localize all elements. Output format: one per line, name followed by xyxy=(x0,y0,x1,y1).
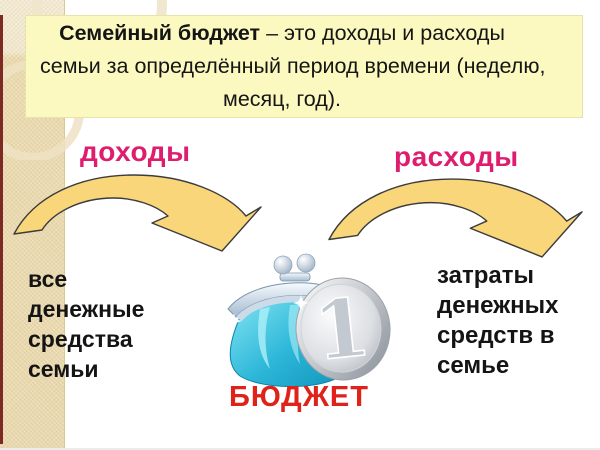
definition-term: Семейный бюджет xyxy=(59,21,261,45)
income-note: все денежные средства семьи xyxy=(28,264,198,384)
coin-icon: 1 xyxy=(295,277,391,381)
note-line: денежных xyxy=(437,292,559,319)
note-line: денежные xyxy=(28,296,145,322)
budget-label: БЮДЖЕТ xyxy=(229,381,369,413)
note-line: средства xyxy=(28,326,133,352)
definition-line-1: Семейный бюджет – это доходы и расходы xyxy=(59,21,505,45)
expense-note: затраты денежных средств в семье xyxy=(437,261,597,381)
definition-box: Семейный бюджет – это доходы и расходы с… xyxy=(25,15,583,118)
purse-icon: 1 xyxy=(226,253,391,387)
sparkle-highlights xyxy=(226,295,309,329)
left-edge-accent xyxy=(0,15,3,444)
note-line: семье xyxy=(437,352,510,379)
arrow-shape xyxy=(328,178,583,258)
expense-label: расходы xyxy=(394,141,519,172)
income-label: доходы xyxy=(80,136,191,167)
definition-line-3: месяц, год). xyxy=(223,87,341,111)
expense-arrow-icon xyxy=(328,178,583,258)
note-line: затраты xyxy=(437,262,534,289)
purse-clasp xyxy=(273,253,316,282)
note-line: все xyxy=(28,266,68,292)
note-line: средств в xyxy=(437,322,555,349)
definition-line-2: семьи за определённый период времени (не… xyxy=(40,54,546,78)
arrow-shape xyxy=(13,174,262,252)
income-arrow-icon xyxy=(13,174,262,252)
coin-digit: 1 xyxy=(309,279,374,378)
note-line: семьи xyxy=(28,356,99,382)
